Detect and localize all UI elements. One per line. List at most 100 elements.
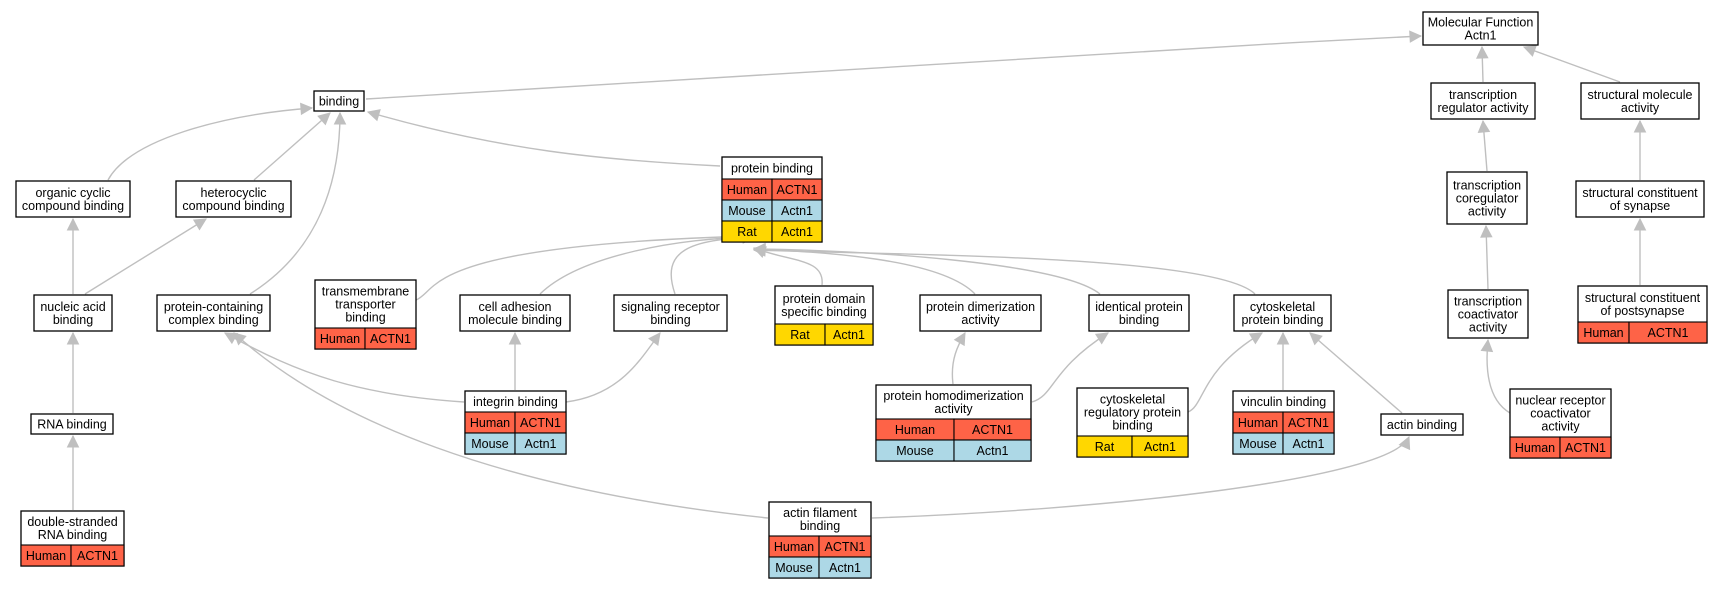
edge-line bbox=[670, 236, 755, 295]
arrowhead-icon bbox=[1094, 332, 1109, 345]
edge-arrow bbox=[1477, 119, 1491, 172]
node-label: actin binding bbox=[1387, 418, 1457, 432]
node-label: binding bbox=[53, 313, 93, 327]
node-box bbox=[1580, 82, 1700, 120]
edge-arrow bbox=[415, 230, 756, 301]
gene-cell bbox=[818, 556, 872, 579]
edge-arrow bbox=[253, 112, 331, 181]
edge-arrow bbox=[233, 332, 769, 519]
go-term-node[interactable]: actin binding bbox=[1380, 413, 1464, 436]
edge-arrow bbox=[366, 109, 721, 167]
gene-cell bbox=[1628, 321, 1708, 344]
gene-label: ACTN1 bbox=[972, 423, 1013, 437]
edge-arrow bbox=[1476, 45, 1489, 83]
arrowhead-icon bbox=[1309, 332, 1323, 346]
node-label: RNA binding bbox=[37, 418, 107, 432]
arrowhead-icon bbox=[233, 332, 247, 346]
node-box bbox=[15, 180, 131, 218]
node-label: of postsynapse bbox=[1600, 304, 1684, 318]
node-label: protein binding bbox=[731, 162, 813, 176]
arrowhead-icon bbox=[1522, 45, 1537, 57]
node-label: heterocyclic bbox=[201, 186, 267, 200]
edge-arrow bbox=[1522, 45, 1621, 83]
edge-arrow bbox=[565, 332, 661, 403]
arrowhead-icon bbox=[1633, 119, 1647, 133]
node-box bbox=[1380, 413, 1464, 436]
edge-arrow bbox=[1480, 224, 1493, 290]
node-label: complex binding bbox=[168, 313, 258, 327]
go-term-node[interactable]: nuclear receptorcoactivatoractivityHuman… bbox=[1509, 388, 1612, 459]
gene-label: Actn1 bbox=[829, 561, 861, 575]
node-label: activity bbox=[1541, 420, 1580, 434]
edge-arrow bbox=[1309, 332, 1403, 414]
node-box bbox=[33, 294, 113, 332]
arrowhead-icon bbox=[648, 332, 661, 346]
node-box bbox=[175, 180, 292, 218]
node-label: activity bbox=[1621, 101, 1660, 115]
edge-line bbox=[753, 249, 1256, 295]
species-label: Human bbox=[895, 423, 935, 437]
edge-arrow bbox=[951, 332, 966, 385]
gene-label: ACTN1 bbox=[1288, 416, 1329, 430]
edge-line bbox=[365, 35, 1422, 100]
node-box bbox=[1430, 82, 1536, 120]
arrowhead-icon bbox=[1480, 338, 1494, 353]
node-box bbox=[1422, 11, 1539, 46]
node-label: cytoskeletal bbox=[1250, 300, 1315, 314]
node-label: binding bbox=[1119, 313, 1159, 327]
node-label: protein binding bbox=[1241, 313, 1323, 327]
species-label: Mouse bbox=[775, 561, 813, 575]
node-label: signaling receptor bbox=[621, 300, 720, 314]
node-label: coregulator bbox=[1456, 192, 1519, 206]
node-label: actin filament bbox=[783, 506, 857, 520]
node-box bbox=[156, 294, 271, 332]
node-label: activity bbox=[934, 402, 973, 416]
arrowhead-icon bbox=[508, 331, 522, 345]
edge-line bbox=[367, 111, 721, 167]
go-term-node[interactable]: binding bbox=[313, 90, 365, 112]
node-box bbox=[30, 413, 114, 435]
species-label: Human bbox=[1238, 416, 1278, 430]
edge-arrow bbox=[66, 331, 80, 413]
arrowhead-icon bbox=[66, 331, 80, 345]
node-label: transcription bbox=[1453, 178, 1521, 192]
species-label: Human bbox=[320, 332, 360, 346]
edge-arrow bbox=[1480, 338, 1511, 414]
node-label: integrin binding bbox=[473, 395, 558, 409]
go-term-node[interactable]: RNA binding bbox=[30, 413, 114, 435]
gene-label: Actn1 bbox=[781, 204, 813, 218]
node-label: identical protein bbox=[1095, 300, 1183, 314]
edge-arrow bbox=[1276, 331, 1290, 390]
species-label: Rat bbox=[737, 225, 757, 239]
species-label: Mouse bbox=[1239, 437, 1277, 451]
node-label: cytoskeletal bbox=[1100, 392, 1165, 406]
edge-line bbox=[871, 436, 1410, 519]
arrowhead-icon bbox=[366, 109, 381, 122]
